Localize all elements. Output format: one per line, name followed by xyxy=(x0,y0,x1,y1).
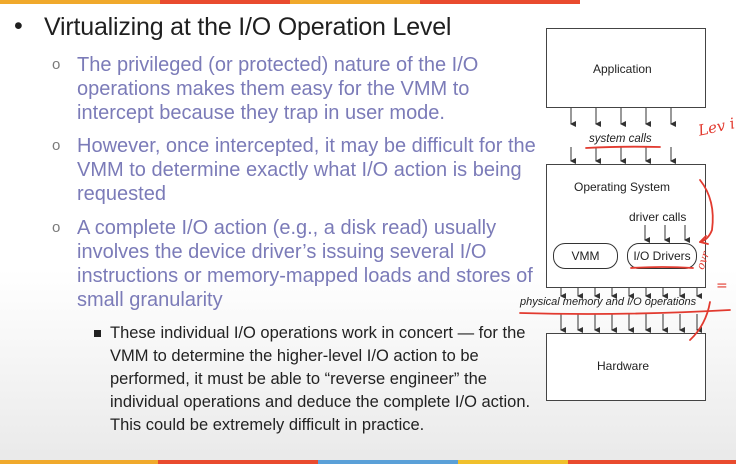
physical-ops-underline xyxy=(519,309,731,315)
bullet-dot: • xyxy=(14,12,23,40)
physical-ops-label: physical memory and I/O operations xyxy=(520,296,697,308)
system-calls-label: system calls xyxy=(589,133,652,145)
hardware-box xyxy=(546,333,706,401)
application-label: Application xyxy=(593,62,652,76)
square-bullet-icon xyxy=(94,330,101,337)
point-1-text: The privileged (or protected) nature of … xyxy=(77,54,479,124)
handwritten-annotations xyxy=(519,145,731,341)
point-3-text: A complete I/O action (e.g., a disk read… xyxy=(77,217,533,311)
syscalls-underline xyxy=(585,145,661,149)
slide-text-area: • Virtualizing at the I/O Operation Leve… xyxy=(14,12,536,434)
physical-op-arrows xyxy=(560,288,702,333)
top-accent-bar xyxy=(0,0,736,4)
curve-arrow-2 xyxy=(689,301,711,341)
vmm-pill: VMM xyxy=(553,243,618,269)
sub-point-text: These individual I/O operations work in … xyxy=(110,324,531,434)
syscall-arrows xyxy=(570,108,676,164)
vmm-label: VMM xyxy=(571,249,600,263)
bottom-accent-bar xyxy=(0,460,736,464)
circle-bullet-icon: o xyxy=(52,137,61,154)
hardware-label: Hardware xyxy=(597,359,650,373)
circle-bullet-icon: o xyxy=(52,56,61,73)
circle-bullet-icon: o xyxy=(52,219,61,236)
driver-calls-label: driver calls xyxy=(629,210,687,224)
point-2-text: However, once intercepted, it may be dif… xyxy=(77,135,536,205)
io-drivers-underline xyxy=(630,266,694,269)
io-drivers-pill: I/O Drivers xyxy=(627,243,697,269)
handwritten-note-3: = xyxy=(716,278,728,294)
curve-arrow-1 xyxy=(699,179,714,243)
driver-call-arrows xyxy=(644,225,690,243)
curve-arrowhead-1 xyxy=(699,235,709,245)
io-drivers-label: I/O Drivers xyxy=(633,249,691,263)
application-box xyxy=(546,28,706,108)
slide-heading: Virtualizing at the I/O Operation Level xyxy=(44,13,452,41)
operating-system-label: Operating System xyxy=(574,180,671,194)
